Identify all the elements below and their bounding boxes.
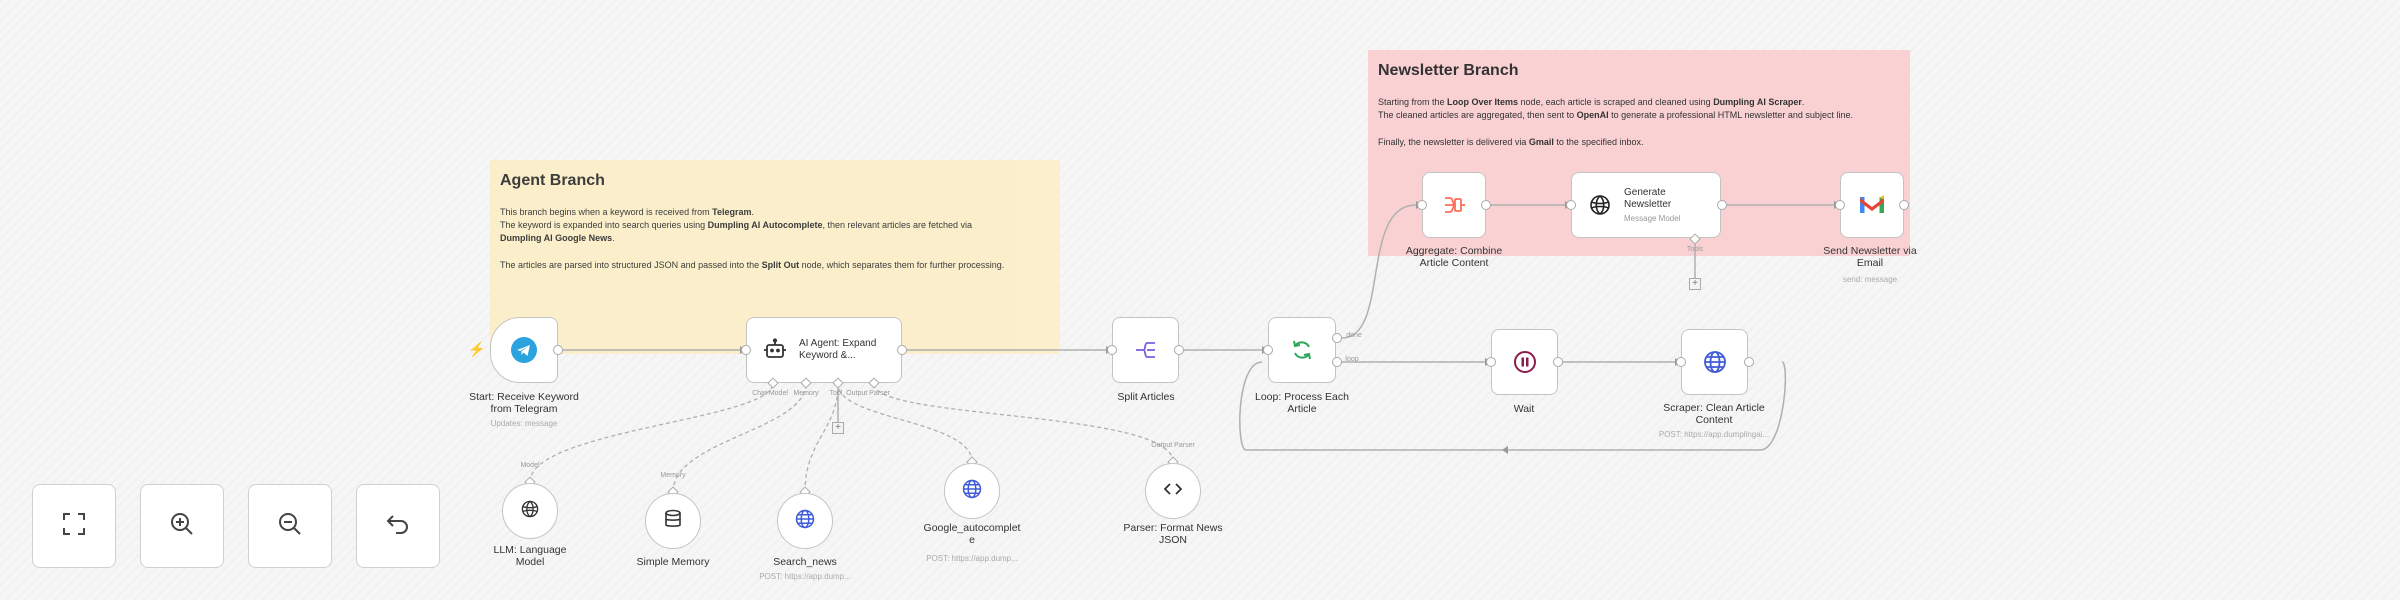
node-label: Loop: Process Each Article [1255, 391, 1349, 415]
output-port[interactable] [1717, 200, 1727, 210]
fit-view-icon [59, 509, 89, 544]
port-label: Output Parser [846, 390, 890, 397]
code-icon [1162, 478, 1184, 505]
node-sublabel: Updates: message [490, 419, 558, 428]
sticky-text: The articles are parsed into structured … [500, 260, 1005, 270]
node-split-articles[interactable] [1112, 317, 1179, 383]
sticky-title: Newsletter Branch [1378, 62, 1519, 79]
node-sublabel: POST: https://app.dumplingai... [1658, 430, 1770, 439]
node-title: Generate Newsletter [1624, 187, 1672, 210]
port-label: Output Parser [1151, 442, 1195, 449]
output-port[interactable] [1174, 345, 1184, 355]
node-aggregate[interactable] [1422, 172, 1486, 238]
input-port[interactable] [1263, 345, 1273, 355]
node-sublabel: POST: https://app.dump... [759, 572, 851, 581]
node-sublabel: send: message [1842, 275, 1898, 284]
node-label: Split Articles [1117, 391, 1175, 403]
undo-button[interactable] [356, 484, 440, 568]
zoom-out-button[interactable] [248, 484, 332, 568]
input-port[interactable] [741, 345, 751, 355]
gmail-icon [1858, 191, 1886, 219]
loop-icon [1288, 336, 1316, 364]
done-output-port[interactable] [1332, 333, 1342, 343]
zoom-in-button[interactable] [140, 484, 224, 568]
aggregate-icon [1440, 191, 1468, 219]
globe-icon [961, 478, 983, 505]
node-llm-model[interactable] [502, 483, 558, 539]
globe-icon [794, 508, 816, 535]
output-port[interactable] [1481, 200, 1491, 210]
sticky-text: Finally, the newsletter is delivered via… [1378, 137, 1644, 147]
output-port[interactable] [897, 345, 907, 355]
output-port[interactable] [1744, 357, 1754, 367]
node-google-autocomplete[interactable] [944, 463, 1000, 519]
port-label: loop [1345, 356, 1359, 363]
port-label: Chat Model [752, 390, 788, 397]
node-scraper[interactable] [1681, 329, 1748, 395]
robot-icon [761, 336, 789, 364]
database-icon [662, 508, 684, 535]
input-port[interactable] [1486, 357, 1496, 367]
split-icon [1132, 336, 1160, 364]
port-label: done [1346, 332, 1362, 339]
node-generate-newsletter[interactable]: Generate Newsletter Message Model [1571, 172, 1721, 238]
input-port[interactable] [1566, 200, 1576, 210]
node-title: AI Agent: Expand Keyword &... [799, 338, 877, 361]
node-send-gmail[interactable] [1840, 172, 1904, 238]
node-label: LLM: Language Model [493, 544, 567, 568]
port-label: Memory [660, 472, 686, 479]
node-wait[interactable] [1491, 329, 1558, 395]
openai-icon [1586, 191, 1614, 219]
output-port[interactable] [1553, 357, 1563, 367]
node-output-parser[interactable] [1145, 463, 1201, 519]
node-label: Simple Memory [636, 556, 710, 568]
loop-output-port[interactable] [1332, 357, 1342, 367]
pause-icon [1511, 348, 1539, 376]
edge-memory-agent [672, 383, 807, 493]
add-tool-button[interactable]: + [1689, 278, 1701, 290]
globe-icon [1701, 348, 1729, 376]
input-port[interactable] [1835, 200, 1845, 210]
arrow-head [1502, 446, 1508, 454]
node-loop-over-items[interactable] [1268, 317, 1336, 383]
openai-icon [519, 498, 541, 525]
add-tool-button[interactable]: + [832, 422, 844, 434]
port-label: Tool [829, 390, 843, 397]
node-ai-agent[interactable]: AI Agent: Expand Keyword &... [746, 317, 902, 383]
port-label: Memory [793, 390, 819, 397]
sticky-text: Starting from the Loop Over Items node, … [1378, 97, 1853, 120]
port-label: Model [520, 462, 540, 469]
zoom-out-icon [275, 509, 305, 544]
node-search-news[interactable] [777, 493, 833, 549]
zoom-in-icon [167, 509, 197, 544]
node-subtitle: Message Model [1624, 214, 1681, 223]
input-port[interactable] [1107, 345, 1117, 355]
node-label: Parser: Format News JSON [1123, 522, 1223, 546]
edge-search-agent [804, 383, 839, 493]
node-label: Google_autocomplet e [923, 522, 1021, 546]
node-label: Scraper: Clean Article Content [1663, 402, 1765, 426]
port-label: Tools [1686, 246, 1704, 253]
node-telegram-trigger[interactable] [490, 317, 558, 383]
telegram-icon [510, 336, 538, 364]
sticky-text: This branch begins when a keyword is rec… [500, 207, 973, 243]
trigger-bolt-icon: ⚡ [468, 341, 486, 357]
node-label: Wait [1513, 403, 1535, 415]
fit-view-button[interactable] [32, 484, 116, 568]
node-sublabel: POST: https://app.dump... [926, 554, 1018, 563]
output-port[interactable] [553, 345, 563, 355]
node-label: Start: Receive Keyword from Telegram [469, 391, 579, 415]
undo-icon [383, 509, 413, 544]
input-port[interactable] [1417, 200, 1427, 210]
node-label: Aggregate: Combine Article Content [1405, 245, 1503, 269]
output-port[interactable] [1899, 200, 1909, 210]
node-label: Search_news [773, 556, 837, 568]
input-port[interactable] [1676, 357, 1686, 367]
node-simple-memory[interactable] [645, 493, 701, 549]
sticky-title: Agent Branch [500, 172, 605, 189]
node-label: Send Newsletter via Email [1823, 245, 1917, 269]
